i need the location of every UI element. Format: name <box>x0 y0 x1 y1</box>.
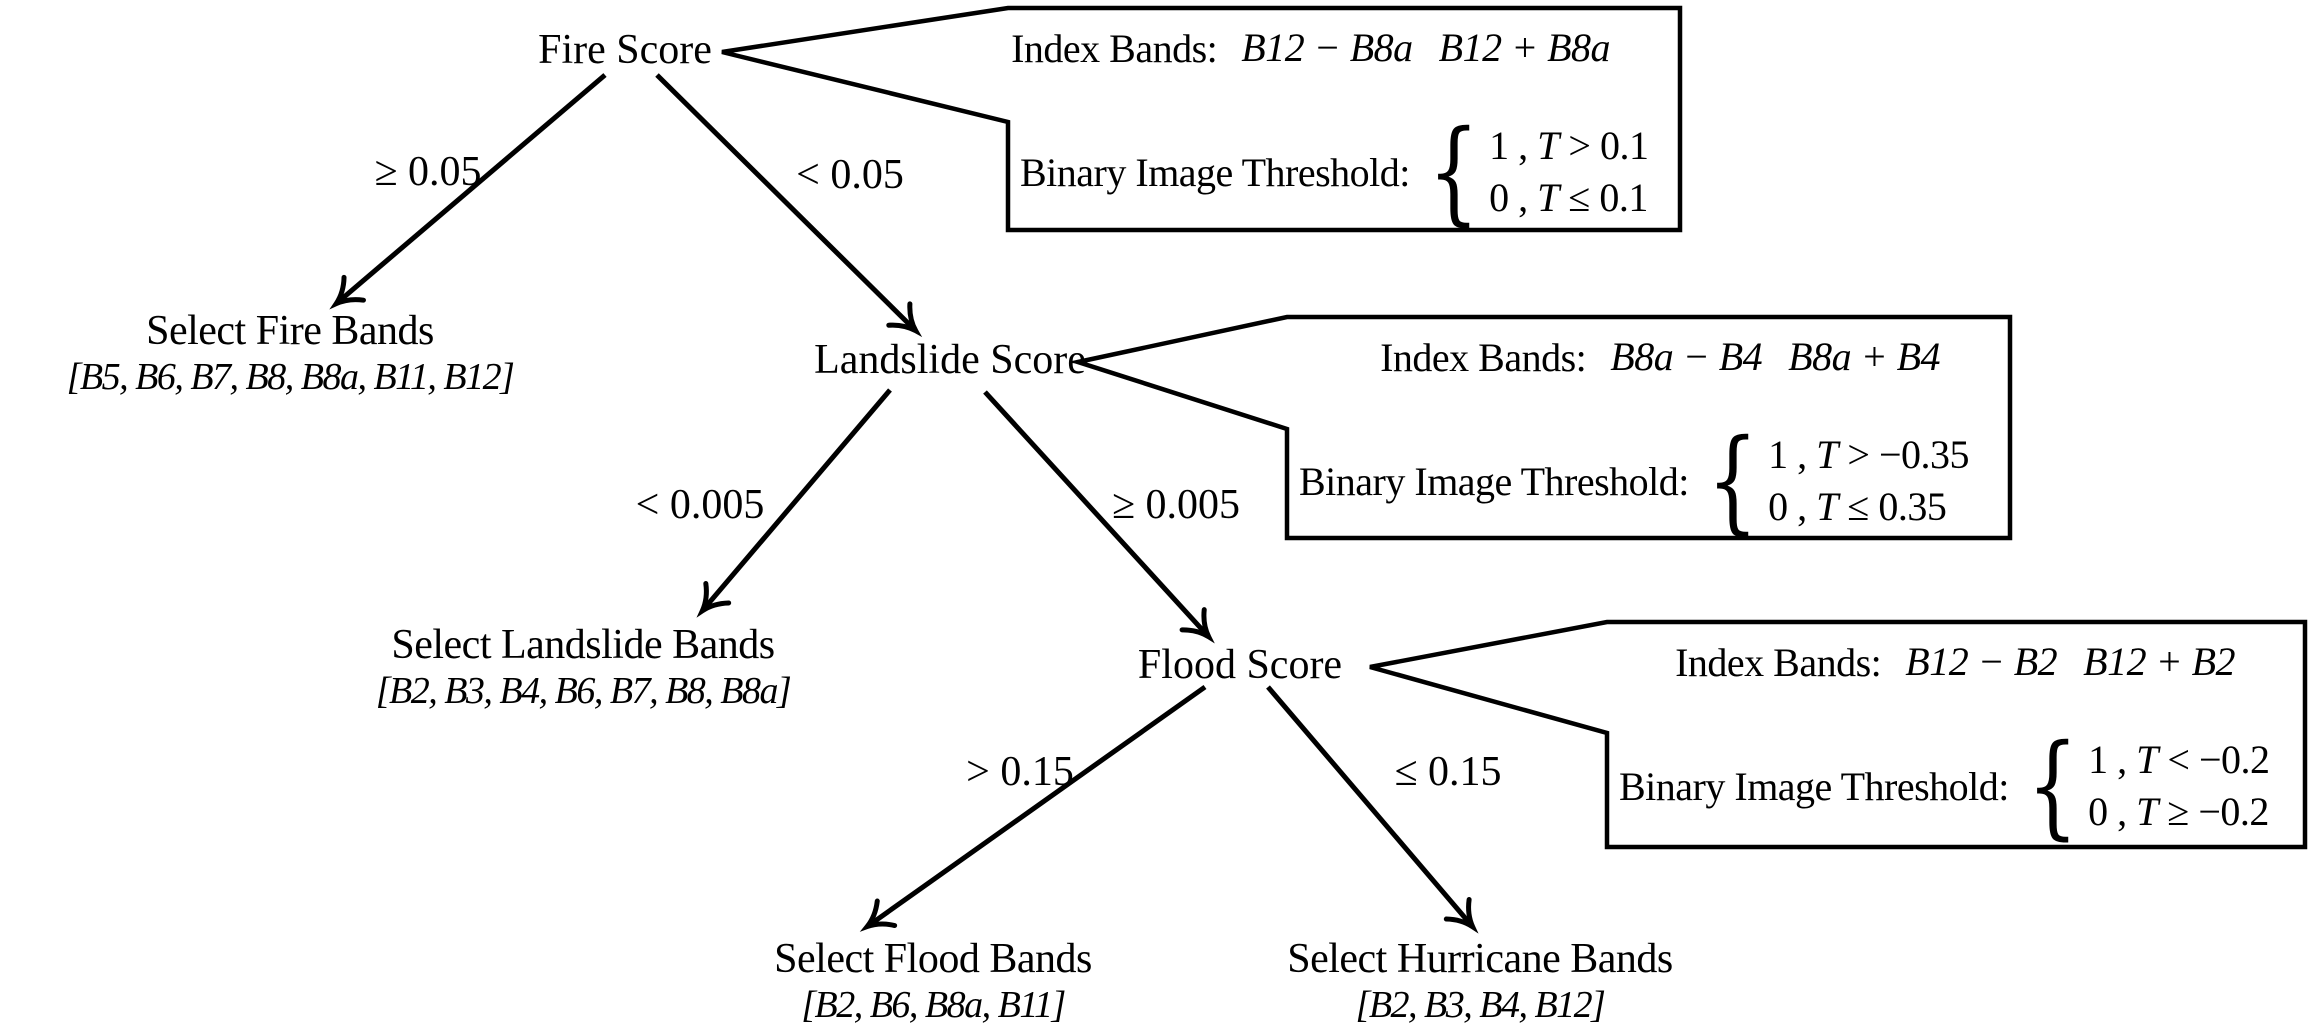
index-fraction: B8a − B4 B8a + B4 <box>1602 333 1948 381</box>
node-flood-score: Flood Score <box>1137 642 1343 688</box>
fraction-denominator: B12 + B8a <box>1438 25 1611 70</box>
leaf-select-landslide-bands: Select Landslide Bands [B2, B3, B4, B6, … <box>375 622 792 714</box>
edge-label-landslide-ge: ≥ 0.005 <box>1111 482 1241 528</box>
cases-brace: { <box>1706 416 1759 546</box>
callout-content-flood: Index Bands: B12 − B2 B12 + B2 Binary Im… <box>1607 622 2305 847</box>
index-fraction: B12 − B8a B12 + B8a <box>1233 24 1618 72</box>
callout-box-landslide <box>1069 314 2013 541</box>
index-bands-row: Index Bands: B12 − B2 B12 + B2 <box>1675 638 2243 686</box>
index-bands-label: Index Bands: <box>1011 25 1218 71</box>
case-line-2: 0 , T ≤ 0.35 <box>1768 484 1947 529</box>
leaf-band-list: [B2, B6, B8a, B11] <box>801 984 1066 1024</box>
index-bands-label: Index Bands: <box>1675 639 1882 685</box>
index-fraction: B12 − B2 B12 + B2 <box>1897 638 2243 686</box>
edge-label-fire-lt: < 0.05 <box>796 152 904 198</box>
arrow-fire-to-fire-bands <box>329 73 607 310</box>
fraction-numerator: B12 − B2 <box>1905 639 2058 684</box>
case-line-1: 1 , T > −0.35 <box>1768 432 1970 477</box>
leaf-select-hurricane-bands: Select Hurricane Bands [B2, B3, B4, B12] <box>1287 936 1673 1024</box>
index-bands-row: Index Bands: B12 − B8a B12 + B8a <box>1011 24 1618 72</box>
cases-column: 1 , T > 0.1 0 , T ≤ 0.1 <box>1489 120 1649 224</box>
leaf-band-list: [B5, B6, B7, B8, B8a, B11, B12] <box>66 356 515 398</box>
fraction-numerator: B8a − B4 <box>1610 334 1763 379</box>
leaf-band-list: [B2, B3, B4, B6, B7, B8, B8a] <box>375 670 792 712</box>
edge-label-flood-gt: > 0.15 <box>966 749 1074 795</box>
callout-box-flood <box>1369 619 2308 850</box>
node-fire-score: Fire Score <box>538 27 712 73</box>
threshold-row: Binary Image Threshold: { 1 , T > −0.35 … <box>1299 416 1970 546</box>
threshold-cases: { 1 , T < −0.2 0 , T ≥ −0.2 <box>2017 721 2270 851</box>
threshold-label: Binary Image Threshold: <box>1020 149 1410 195</box>
callout-content-fire: Index Bands: B12 − B8a B12 + B8a Binary … <box>1008 8 1680 230</box>
callout-content-landslide: Index Bands: B8a − B4 B8a + B4 Binary Im… <box>1287 317 2010 538</box>
fraction-numerator: B12 − B8a <box>1241 25 1413 70</box>
leaf-select-fire-bands: Select Fire Bands [B5, B6, B7, B8, B8a, … <box>66 308 515 400</box>
leaf-title: Select Fire Bands <box>146 308 434 354</box>
cases-brace: { <box>2026 721 2079 851</box>
case-line-2: 0 , T ≥ −0.2 <box>2088 789 2269 834</box>
index-bands-row: Index Bands: B8a − B4 B8a + B4 <box>1380 333 1948 381</box>
threshold-row: Binary Image Threshold: { 1 , T < −0.2 0… <box>1619 721 2270 851</box>
leaf-title: Select Flood Bands <box>774 936 1092 982</box>
cases-brace: { <box>1427 107 1480 237</box>
threshold-row: Binary Image Threshold: { 1 , T > 0.1 0 … <box>1020 107 1649 237</box>
leaf-band-list: [B2, B3, B4, B12] <box>1355 984 1606 1024</box>
fraction-denominator: B8a + B4 <box>1788 334 1940 379</box>
threshold-label: Binary Image Threshold: <box>1619 763 2009 809</box>
index-bands-label: Index Bands: <box>1380 334 1587 380</box>
callout-box-fire <box>721 5 1683 233</box>
node-landslide-score: Landslide Score <box>814 337 1086 383</box>
arrow-flood-to-hurricane-bands <box>1266 685 1479 934</box>
threshold-cases: { 1 , T > 0.1 0 , T ≤ 0.1 <box>1418 107 1649 237</box>
arrow-flood-to-flood-bands <box>859 684 1207 932</box>
edge-label-flood-le: ≤ 0.15 <box>1394 749 1502 795</box>
edge-label-fire-ge: ≥ 0.05 <box>374 149 482 195</box>
edge-label-landslide-lt: < 0.005 <box>635 482 765 528</box>
threshold-label: Binary Image Threshold: <box>1299 458 1689 504</box>
leaf-select-flood-bands: Select Flood Bands [B2, B6, B8a, B11] <box>774 936 1092 1024</box>
cases-column: 1 , T < −0.2 0 , T ≥ −0.2 <box>2088 734 2270 838</box>
arrow-landslide-to-flood <box>983 390 1215 644</box>
arrow-landslide-to-landslide-bands <box>696 388 892 618</box>
threshold-cases: { 1 , T > −0.35 0 , T ≤ 0.35 <box>1697 416 1970 546</box>
fraction-denominator: B12 + B2 <box>2083 639 2235 684</box>
leaf-title: Select Landslide Bands <box>391 622 775 668</box>
case-line-1: 1 , T < −0.2 <box>2088 737 2270 782</box>
case-line-1: 1 , T > 0.1 <box>1489 123 1649 168</box>
case-line-2: 0 , T ≤ 0.1 <box>1489 175 1648 220</box>
cases-column: 1 , T > −0.35 0 , T ≤ 0.35 <box>1768 429 1969 533</box>
arrow-fire-to-landslide <box>655 73 923 338</box>
leaf-title: Select Hurricane Bands <box>1287 936 1673 982</box>
